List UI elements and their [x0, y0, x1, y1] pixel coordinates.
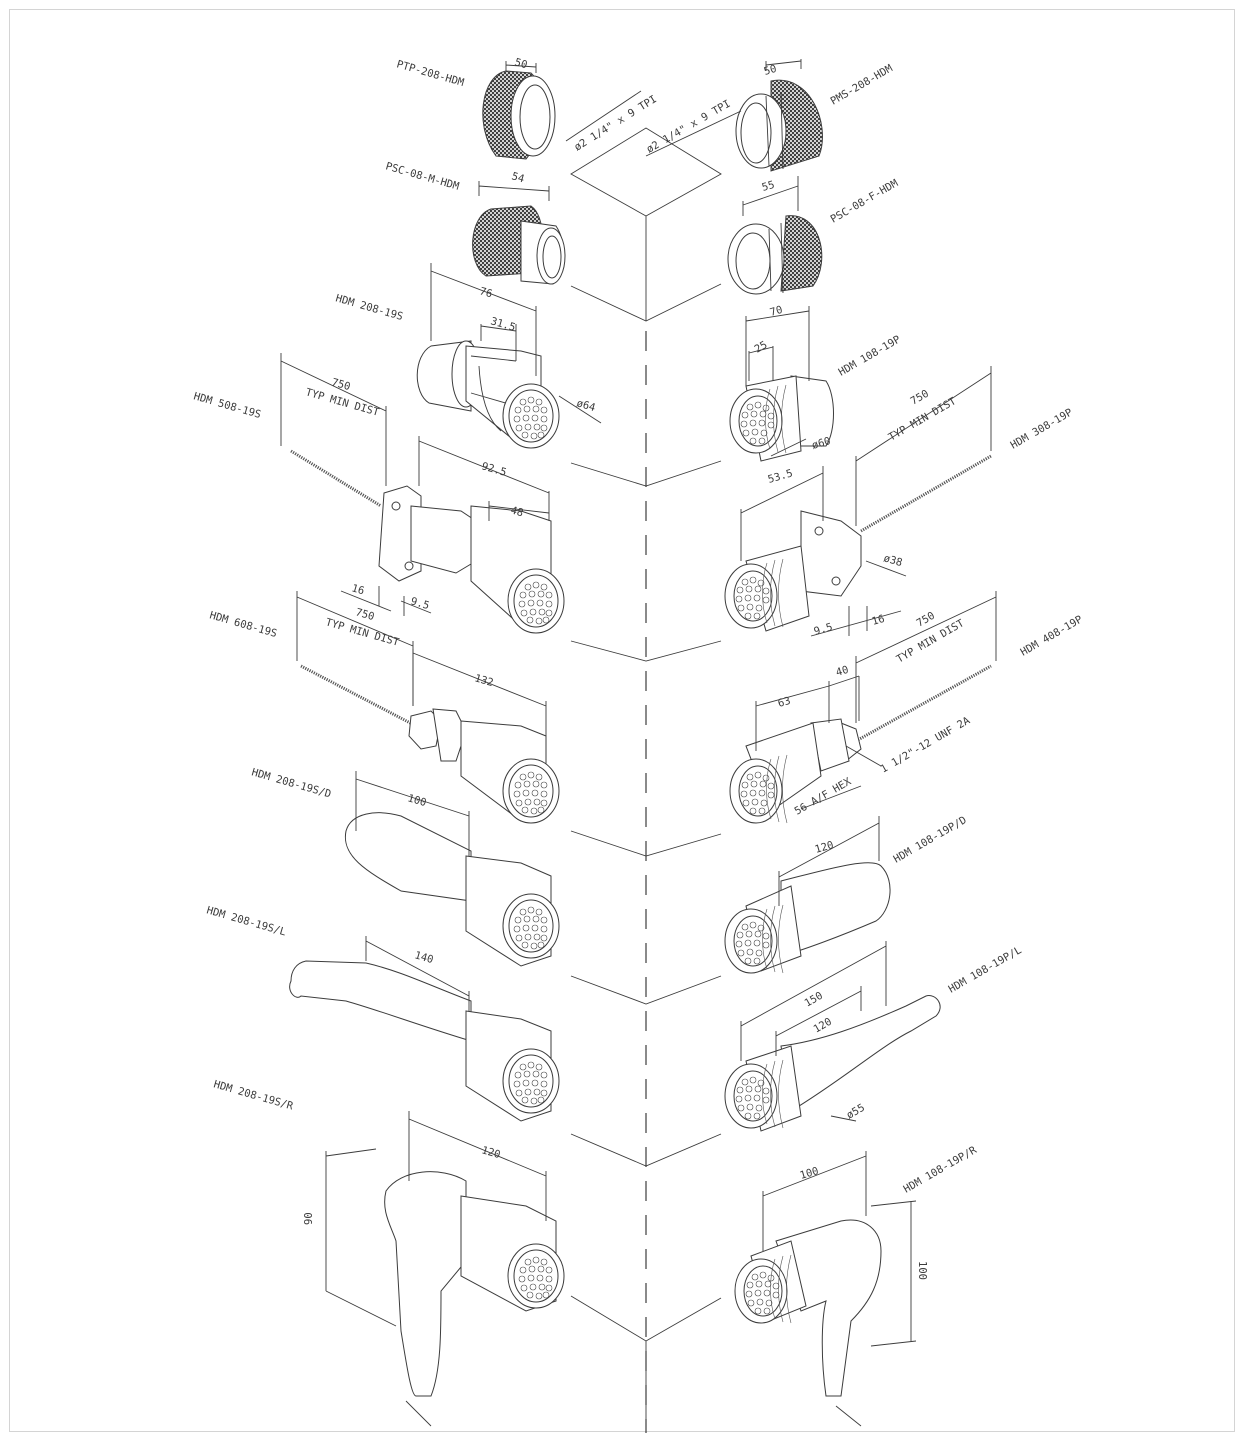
- dim-hdm108l-120: 120: [812, 1016, 834, 1036]
- connector-drawing: PTP-208-HDM PSC-08-M-HDM HDM 208-19S HDM…: [192, 56, 1085, 1433]
- dim-hdm208d-100: 100: [406, 792, 428, 809]
- hdm-408-19p-drawing: [729, 591, 997, 824]
- psc-08-f-hdm-drawing: [727, 176, 823, 295]
- label-hdm-208-19s: HDM 208-19S: [334, 292, 404, 323]
- hdm-208-19s-r-drawing: [325, 1111, 565, 1427]
- hdm-208-19s-drawing: [416, 263, 602, 449]
- dim-hdm108d-120: 120: [814, 839, 836, 856]
- dim-hdm508-16: 16: [350, 582, 365, 597]
- label-hdm-208-19s-d: HDM 208-19S/D: [250, 766, 332, 800]
- dim-pms-50: 50: [763, 63, 778, 78]
- dim-psc-f-55: 55: [761, 179, 776, 194]
- label-hdm-108-19p-r: HDM 108-19P/R: [902, 1144, 980, 1196]
- dim-hdm308-dia38: ø38: [882, 552, 904, 569]
- hdm-108-19p-d-drawing: [724, 816, 891, 974]
- dim-hdm208r-120: 120: [480, 1144, 502, 1161]
- dim-hdm108r-100: 100: [799, 1165, 821, 1182]
- label-hdm-108-19p-l: HDM 108-19P/L: [947, 944, 1024, 995]
- dim-hdm408-63: 63: [777, 695, 792, 710]
- dim-hdm508-750: 750: [330, 376, 352, 393]
- label-hdm-208-19s-r: HDM 208-19S/R: [212, 1078, 295, 1112]
- dim-hdm108-dia60: ø60: [811, 435, 833, 452]
- dim-hdm408-40: 40: [835, 664, 850, 679]
- dim-hdm508-9-5: 9.5: [409, 595, 431, 612]
- labels: PTP-208-HDM PSC-08-M-HDM HDM 208-19S HDM…: [192, 56, 1085, 1280]
- dim-hdm208-76: 76: [478, 285, 493, 300]
- dim-hdm308-9-5: 9.5: [813, 621, 835, 638]
- dim-hdm608-132: 132: [473, 672, 495, 689]
- drawing-sheet: PTP-208-HDM PSC-08-M-HDM HDM 208-19S HDM…: [9, 9, 1235, 1433]
- hdm-208-19s-l-drawing: [289, 936, 560, 1122]
- label-hdm-108-19p-d: HDM 108-19P/D: [892, 814, 969, 865]
- dim-hdm108l-dia55: ø55: [845, 1102, 867, 1122]
- label-hdm-608-19s: HDM 608-19S: [208, 609, 278, 640]
- dim-hdm208-31-5: 31.5: [489, 315, 517, 334]
- dim-hdm308-16: 16: [871, 613, 886, 628]
- dim-hdm508-48: 48: [509, 504, 524, 519]
- label-hdm-508-19s: HDM 508-19S: [192, 390, 262, 421]
- dim-hdm408-thread: 1 1/2"-12 UNF 2A: [879, 714, 973, 775]
- label-pms-208-hdm: PMS-208-HDM: [829, 62, 895, 107]
- label-hdm-108-19p: HDM 108-19P: [837, 333, 903, 378]
- dim-hdm208-dia64: ø64: [575, 397, 597, 414]
- label-hdm-408-19p: HDM 408-19P: [1019, 613, 1085, 658]
- hdm-108-19p-r-drawing: [734, 1151, 917, 1427]
- dim-hdm508-92-5: 92.5: [480, 460, 508, 479]
- left-parts: [280, 61, 642, 1427]
- dim-hdm108r-100-vertical: 100: [916, 1261, 928, 1280]
- hdm-108-19p-drawing: [729, 306, 834, 462]
- hdm-108-19p-l-drawing: [724, 941, 941, 1132]
- label-psc-08-f-hdm: PSC-08-F-HDM: [829, 177, 901, 225]
- dim-ptp-50: 50: [513, 56, 528, 71]
- hdm-608-19s-drawing: [296, 591, 560, 824]
- dim-hdm308-53-5: 53.5: [767, 467, 795, 486]
- dim-hdm108l-150: 150: [803, 990, 825, 1010]
- dim-hdm208l-140: 140: [413, 949, 435, 966]
- dim-hdm608-typ: TYP MIN DIST: [324, 616, 401, 649]
- dim-hdm208r-90: 90: [303, 1212, 315, 1225]
- dim-hdm308-750: 750: [909, 388, 931, 408]
- pms-208-hdm-drawing: [645, 59, 823, 172]
- ptp-208-hdm-drawing: [482, 61, 642, 160]
- hdm-308-19p-drawing: [724, 366, 992, 637]
- dim-hdm108-70: 70: [769, 304, 784, 319]
- psc-08-m-hdm-drawing: [472, 181, 566, 285]
- label-psc-08-m-hdm: PSC-08-M-HDM: [384, 160, 460, 192]
- right-parts: [645, 59, 997, 1427]
- hdm-508-19s-drawing: [280, 353, 565, 634]
- dim-pms-thread: ø2 1/4" x 9 TPI: [645, 98, 733, 156]
- hdm-208-19s-d-drawing: [344, 771, 560, 967]
- dim-hdm608-750: 750: [354, 606, 376, 623]
- dim-hdm408-typ: TYP MIN DIST: [895, 617, 967, 666]
- dim-hdm108-25: 25: [753, 339, 770, 356]
- central-block: [570, 127, 722, 1433]
- label-ptp-208-hdm: PTP-208-HDM: [395, 58, 465, 89]
- label-hdm-308-19p: HDM 308-19P: [1009, 406, 1075, 451]
- dim-psc-m-54: 54: [510, 170, 525, 185]
- label-hdm-208-19s-l: HDM 208-19S/L: [205, 904, 287, 938]
